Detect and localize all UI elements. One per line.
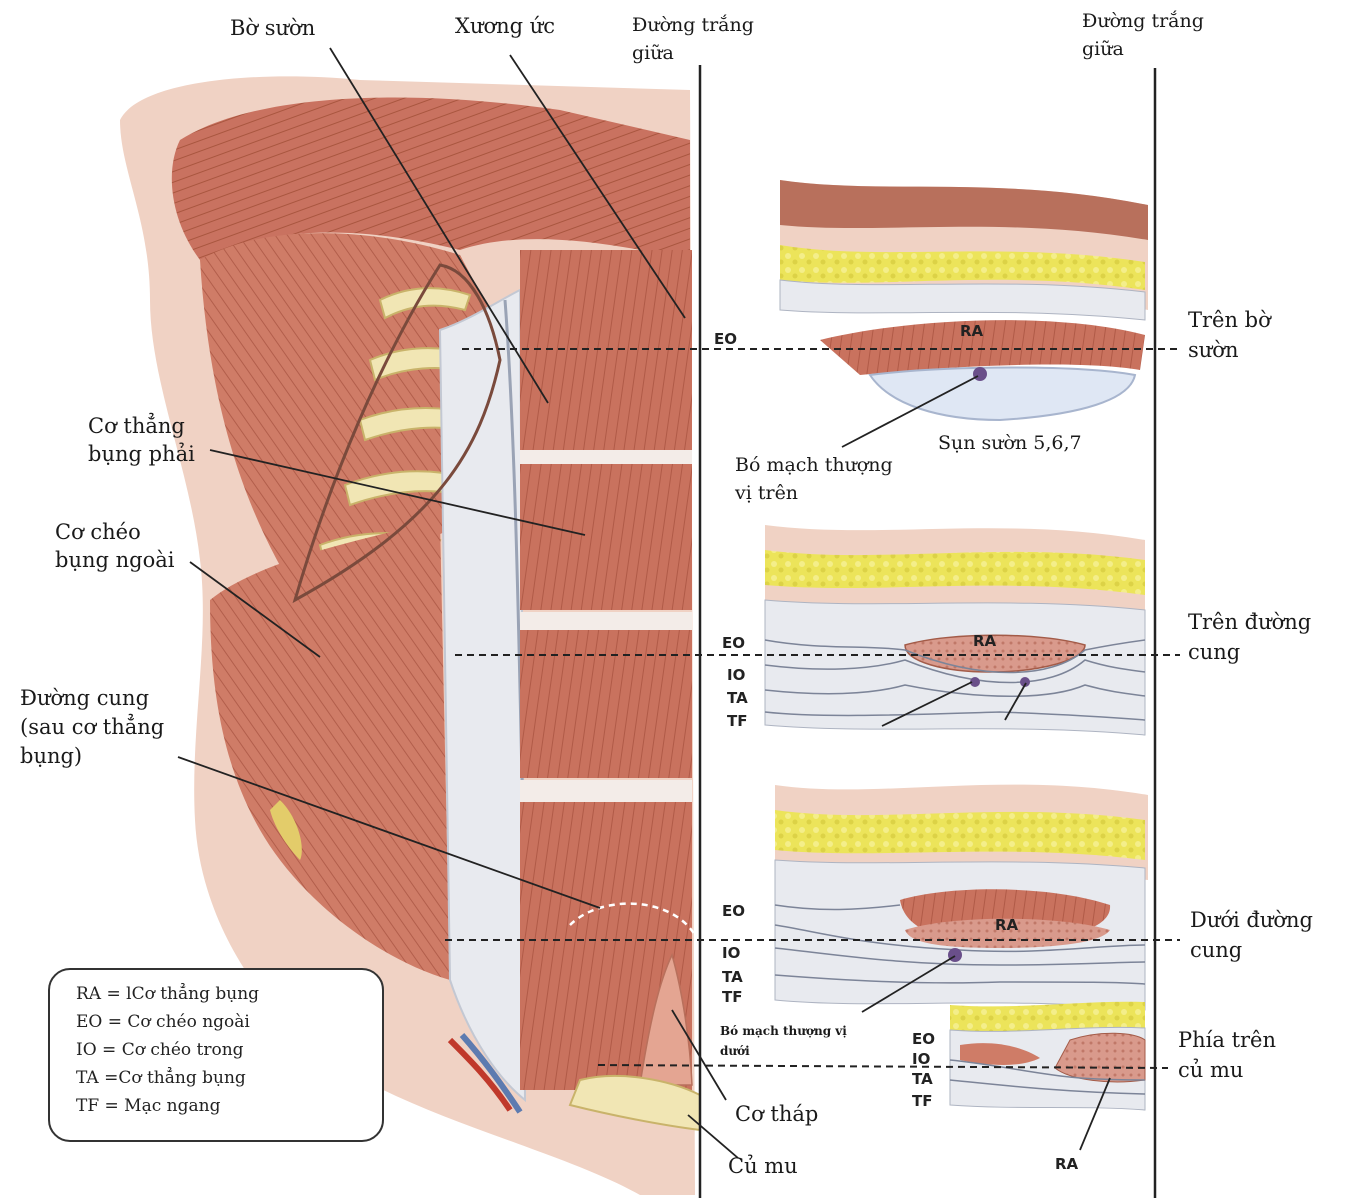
label-bo-mach-duoi-1: Bó mạch thượng vị (720, 1022, 847, 1040)
abbr-ra-s4: RA (1055, 1155, 1078, 1173)
label-cu-mu: Củ mu (728, 1152, 798, 1180)
abbr-io-s4: IO (912, 1050, 930, 1068)
legend-box: RA = lCơ thẳng bụng EO = Cơ chéo ngoài I… (48, 968, 384, 1142)
legend-item: TA =Cơ thẳng bụng (76, 1068, 246, 1088)
label-bo-mach-tren-1: Bó mạch thượng (735, 452, 893, 478)
legend-item: RA = lCơ thẳng bụng (76, 984, 259, 1004)
label-tren-duong-cung-1: Trên đường (1188, 608, 1311, 636)
label-bo-suon: Bờ sườn (230, 14, 315, 42)
label-tren-bo-suon-2: sườn (1188, 336, 1238, 364)
legend-item: EO = Cơ chéo ngoài (76, 1012, 250, 1032)
cross-section-above-pubic-tubercle (950, 1002, 1145, 1110)
label-duoi-duong-cung-1: Dưới đường (1190, 906, 1313, 934)
label-bo-mach-duoi-2: dưới (720, 1042, 750, 1060)
label-duong-trang-giua-right-1: Đường trắng (1082, 8, 1204, 34)
abbr-ra-s3: RA (995, 916, 1018, 934)
label-tren-bo-suon-1: Trên bờ (1188, 306, 1271, 334)
legend-item: IO = Cơ chéo trong (76, 1040, 244, 1060)
label-co-cheo-bung-ngoai-2: bụng ngoài (55, 546, 174, 574)
label-duoi-duong-cung-2: cung (1190, 936, 1242, 964)
abbr-tf-s3: TF (722, 988, 742, 1006)
abbr-ta-s2: TA (727, 689, 748, 707)
label-xuong-uc: Xương ức (455, 12, 555, 40)
abbr-tf-s4: TF (912, 1092, 932, 1110)
label-bo-mach-tren-2: vị trên (735, 480, 798, 506)
label-duong-cung-3: bụng) (20, 742, 82, 770)
cross-section-above-arcuate-line (765, 525, 1145, 735)
label-tren-duong-cung-2: cung (1188, 638, 1240, 666)
cross-section-below-arcuate-line (775, 785, 1148, 1010)
label-phia-tren-cu-mu-1: Phía trên (1178, 1026, 1276, 1054)
legend-item: TF = Mạc ngang (76, 1096, 220, 1116)
abbr-io-s3: IO (722, 944, 740, 962)
label-duong-trang-giua-right-2: giữa (1082, 36, 1124, 62)
abbr-tf-s2: TF (727, 712, 747, 730)
label-co-cheo-bung-ngoai-1: Cơ chéo (55, 518, 141, 546)
label-phia-tren-cu-mu-2: củ mu (1178, 1056, 1243, 1084)
abbr-ta-s3: TA (722, 968, 743, 986)
abbr-ta-s4: TA (912, 1070, 933, 1088)
abbr-eo-s1: EO (714, 330, 737, 348)
label-co-thap: Cơ tháp (735, 1100, 818, 1128)
label-sun-suon: Sụn sườn 5,6,7 (938, 430, 1082, 456)
abbr-eo-s3: EO (722, 902, 745, 920)
abbr-eo-s2: EO (722, 634, 745, 652)
label-duong-trang-giua-left-2: giữa (632, 40, 674, 66)
label-co-thang-bung-phai-1: Cơ thẳng (88, 412, 185, 440)
abbr-ra-s1: RA (960, 322, 983, 340)
abbr-ra-s2: RA (973, 632, 996, 650)
rectus-abdominis-muscle (520, 250, 692, 1090)
abbr-io-s2: IO (727, 666, 745, 684)
label-duong-cung-1: Đường cung (20, 684, 149, 712)
label-duong-trang-giua-left-1: Đường trắng (632, 12, 754, 38)
abbr-eo-s4: EO (912, 1030, 935, 1048)
label-duong-cung-2: (sau cơ thẳng (20, 713, 164, 741)
label-co-thang-bung-phai-2: bụng phải (88, 440, 195, 468)
